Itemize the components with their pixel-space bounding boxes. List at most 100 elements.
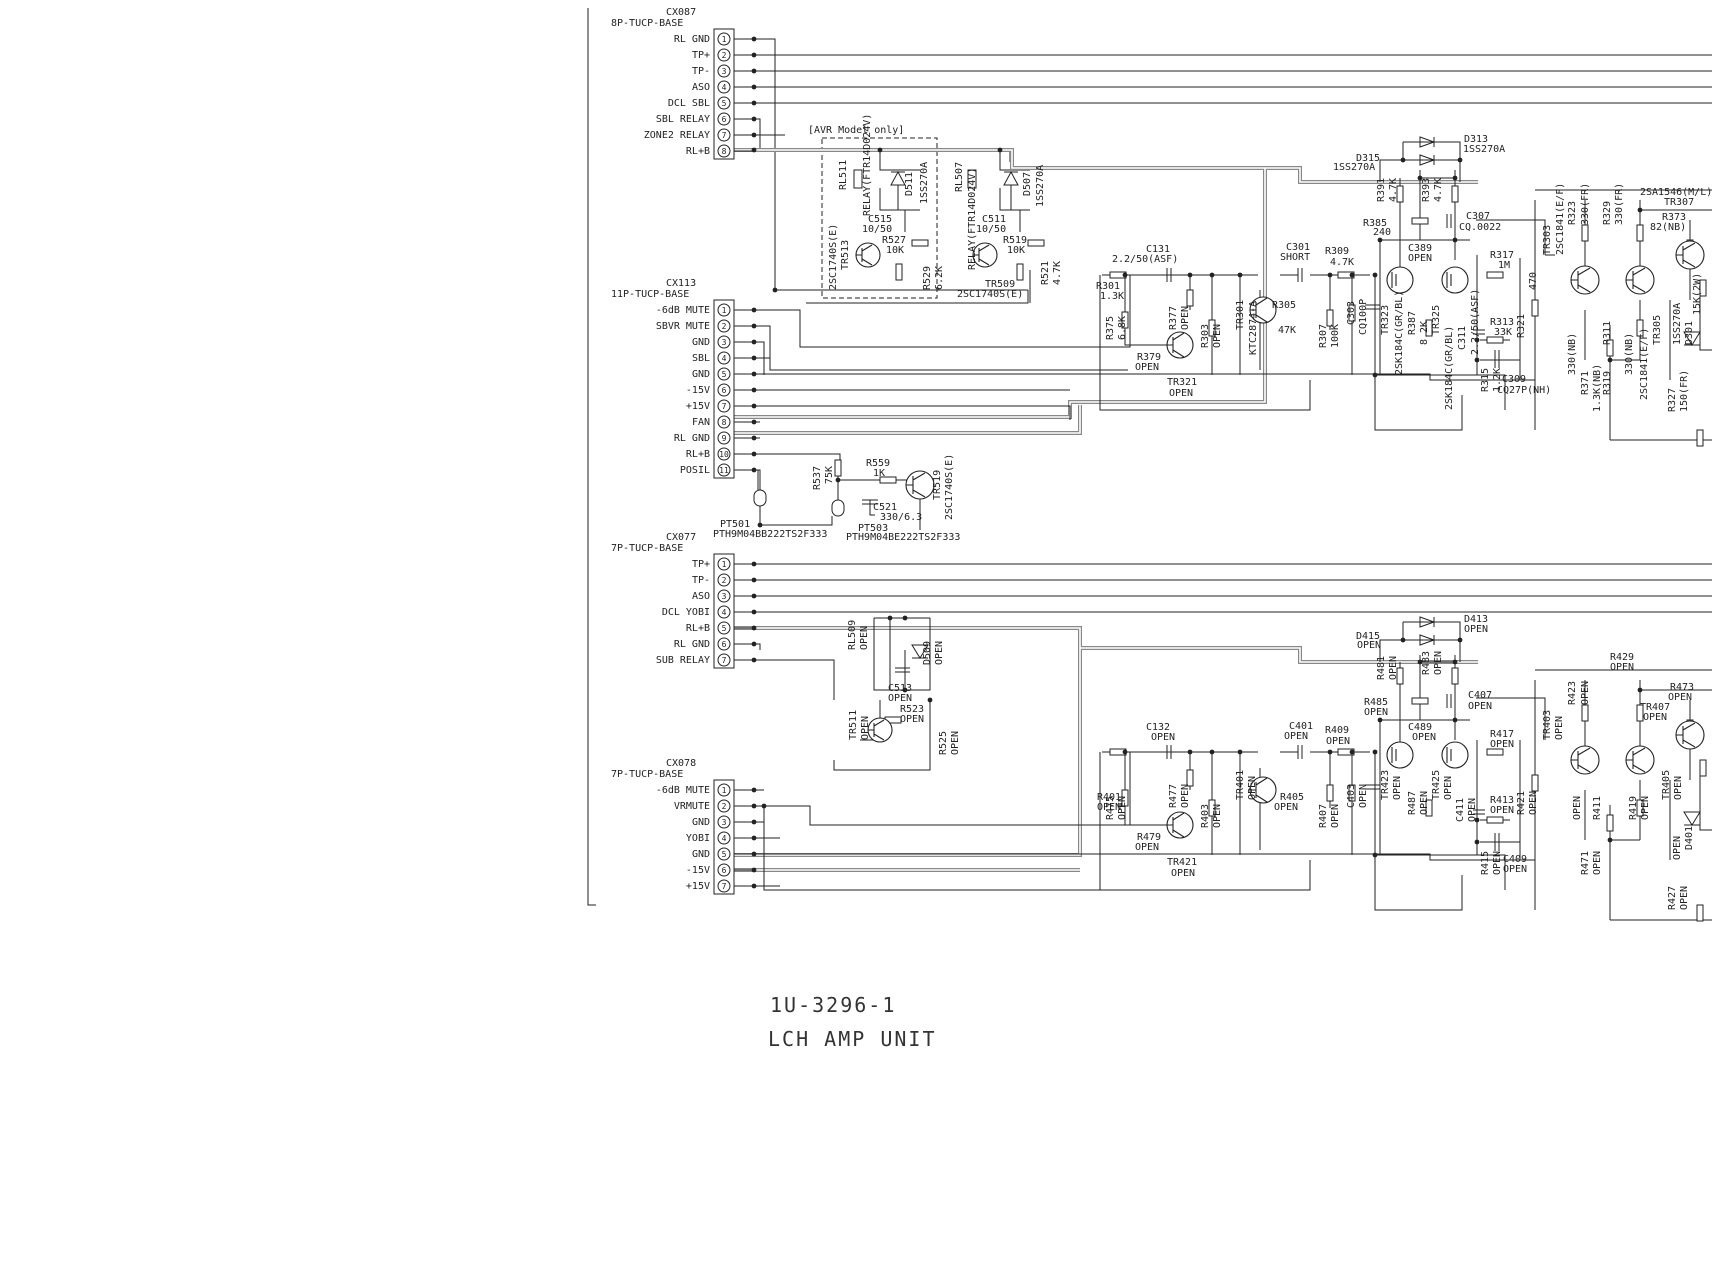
- connector-pin: [717, 831, 731, 845]
- component-label: OPEN: [1357, 640, 1381, 651]
- component-label: OPEN: [1490, 805, 1514, 816]
- pin-number: 5: [722, 370, 727, 379]
- component-label: 8.2K: [1419, 321, 1430, 345]
- component-label: TR403: [1542, 710, 1553, 740]
- component-label: RL507: [954, 162, 965, 192]
- component-label: D511: [904, 172, 915, 196]
- component-label: OPEN: [1610, 662, 1634, 673]
- component-label: OPEN: [1388, 656, 1399, 680]
- component-label: D509: [922, 641, 933, 665]
- pin-number: 6: [722, 115, 727, 124]
- component-label: C303: [1346, 301, 1357, 325]
- component-label: OPEN: [1503, 864, 1527, 875]
- component-label: 82(NB): [1650, 222, 1686, 233]
- pin-label: ASO: [692, 591, 710, 602]
- connector-pin: [717, 573, 731, 587]
- component-label: RL511: [838, 160, 849, 190]
- component-label: R377: [1168, 306, 1179, 330]
- component-label: R487: [1407, 791, 1418, 815]
- pin-label: TP+: [692, 559, 710, 570]
- component-label: R473: [1670, 682, 1694, 693]
- connector-pin: [717, 32, 731, 46]
- component-label: OPEN: [1171, 868, 1195, 879]
- connector-pin: [717, 847, 731, 861]
- component-label: SHORT: [1280, 252, 1310, 263]
- component-label: 47K: [1278, 325, 1296, 336]
- component-label: C403: [1346, 784, 1357, 808]
- component-label: R323: [1567, 201, 1578, 225]
- component-label: TR421: [1167, 857, 1197, 868]
- schematic-wiring: [587, 8, 1712, 922]
- component-label: OPEN: [1169, 388, 1193, 399]
- component-label: 1.2K: [1492, 368, 1503, 392]
- component-label: 6.8K: [1117, 316, 1128, 340]
- component-label: OPEN: [1528, 791, 1539, 815]
- connector-pin: [717, 653, 731, 667]
- component-label: R485: [1364, 697, 1388, 708]
- pin-number: 5: [722, 99, 727, 108]
- connector-pin: [717, 463, 731, 477]
- component-label: OPEN: [1668, 692, 1692, 703]
- pin-label: DCL YOBI: [662, 607, 710, 618]
- component-label: R471: [1580, 851, 1591, 875]
- connector-pin: [717, 799, 731, 813]
- pin-number: 3: [722, 592, 727, 601]
- component-label: OPEN: [1572, 796, 1583, 820]
- pin-number: 2: [722, 802, 727, 811]
- component-label: OPEN: [1679, 886, 1690, 910]
- pin-label: -15V: [686, 865, 710, 876]
- pin-number: 3: [722, 67, 727, 76]
- component-label: C511: [982, 214, 1006, 225]
- connector-pin: [717, 399, 731, 413]
- pin-number: 3: [722, 338, 727, 347]
- component-label: D315: [1356, 153, 1380, 164]
- connector-ref: CX078: [666, 758, 696, 769]
- pin-number: 5: [722, 850, 727, 859]
- component-label: R537: [812, 466, 823, 490]
- component-label: OPEN: [1443, 776, 1454, 800]
- component-label: R481: [1376, 656, 1387, 680]
- component-label: C407: [1468, 690, 1492, 701]
- pin-number: 7: [722, 656, 727, 665]
- component-label: R527: [882, 235, 906, 246]
- component-label: 75K: [824, 466, 835, 484]
- component-label: 2SK184C(GR/BL): [1394, 291, 1405, 375]
- component-label: OPEN: [1135, 842, 1159, 853]
- pin-label: -15V: [686, 385, 710, 396]
- component-label: 330(FR): [1614, 183, 1625, 225]
- component-label: C521: [873, 502, 897, 513]
- component-label: OPEN: [1330, 804, 1341, 828]
- component-label: R413: [1490, 795, 1514, 806]
- component-label: R327: [1667, 388, 1678, 412]
- component-label: TR325: [1431, 305, 1442, 335]
- pin-number: 7: [722, 131, 727, 140]
- component-label: R475: [1105, 796, 1116, 820]
- pin-label: RL+B: [686, 449, 710, 460]
- component-label: OPEN: [1097, 802, 1121, 813]
- pin-number: 8: [722, 418, 727, 427]
- component-label: R409: [1325, 725, 1349, 736]
- pin-label: TP-: [692, 66, 710, 77]
- component-label: R387: [1407, 311, 1418, 335]
- component-label: D401: [1684, 826, 1695, 850]
- pin-number: 2: [722, 322, 727, 331]
- pin-number: 8: [722, 147, 727, 156]
- connector-ref: CX113: [666, 278, 696, 289]
- component-label: R393: [1421, 178, 1432, 202]
- component-label: OPEN: [1364, 707, 1388, 718]
- component-label: 2SC1740S(E): [828, 224, 839, 290]
- pin-number: 5: [722, 624, 727, 633]
- component-label: OPEN: [1117, 796, 1128, 820]
- component-label: 33K: [1494, 327, 1512, 338]
- component-label: OPEN: [1672, 836, 1683, 860]
- pin-label: DCL SBL: [668, 98, 710, 109]
- connector-pin: [717, 415, 731, 429]
- pin-label: ASO: [692, 82, 710, 93]
- component-label: R307: [1318, 324, 1329, 348]
- component-label: R315: [1480, 368, 1491, 392]
- pin-number: 10: [719, 450, 729, 459]
- pin-number: 4: [722, 83, 727, 92]
- pin-label: ZONE2 RELAY: [644, 130, 710, 141]
